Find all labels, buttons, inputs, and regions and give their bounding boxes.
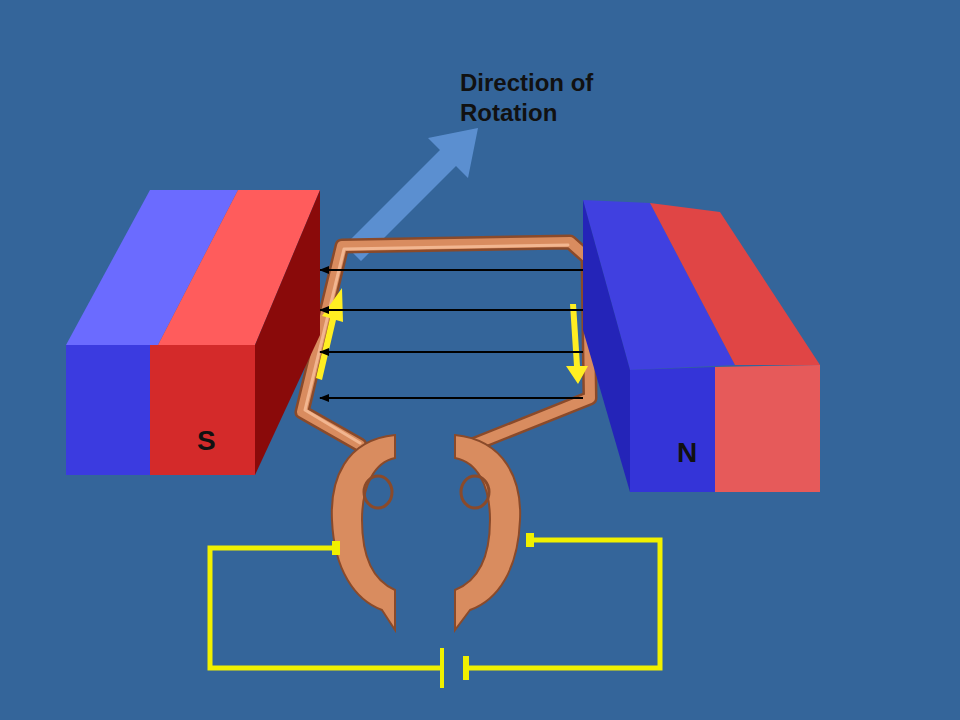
field-line xyxy=(320,269,583,271)
commutator xyxy=(332,435,520,630)
brush xyxy=(526,533,534,547)
field-line xyxy=(320,351,583,353)
pole-label: S xyxy=(197,425,216,457)
coil xyxy=(302,242,590,446)
rotation-label: Direction of Rotation xyxy=(460,68,630,128)
circuit-wire xyxy=(210,540,660,668)
north-magnet: N xyxy=(583,200,820,492)
south-magnet: S xyxy=(66,190,320,475)
pole-label: N xyxy=(677,437,697,469)
current-arrow xyxy=(316,288,343,380)
magnet-shape xyxy=(66,190,320,475)
field-line xyxy=(320,397,583,399)
field-line xyxy=(320,309,583,311)
magnet-shape xyxy=(583,200,820,492)
battery-plate xyxy=(440,648,444,688)
battery-plate xyxy=(463,656,469,680)
brush xyxy=(332,541,340,555)
